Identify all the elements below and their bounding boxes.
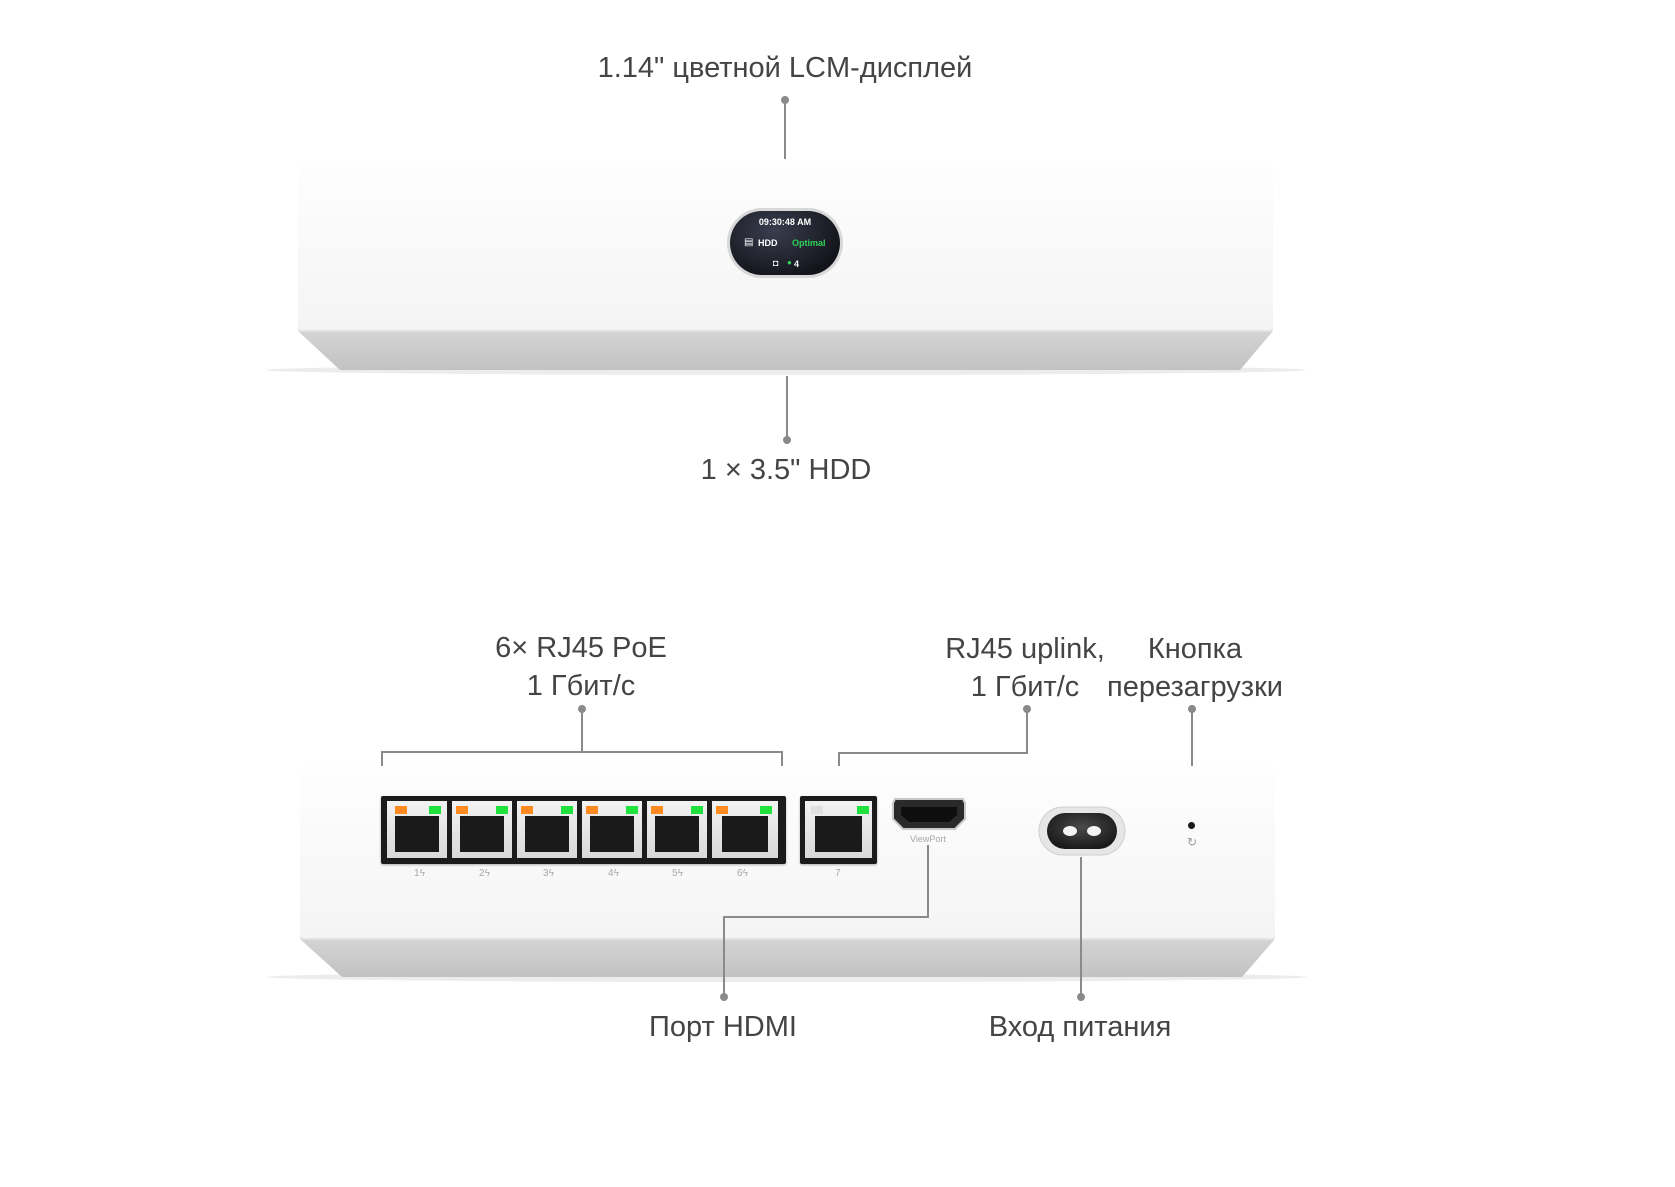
poe-port-2[interactable] xyxy=(452,801,512,858)
hdmi-port[interactable] xyxy=(891,797,967,831)
poe-bracket-top xyxy=(381,751,783,753)
poe-ports-label-line1: 6× RJ45 PoE xyxy=(495,632,667,664)
lcd-status: Optimal xyxy=(792,238,826,248)
poe-port-2-jack xyxy=(460,816,504,852)
uplink-port-jack xyxy=(815,816,862,852)
uplink-port-block xyxy=(800,796,877,864)
poe-port-4-led-activity xyxy=(586,806,598,814)
poe-port-6-jack xyxy=(722,816,768,852)
lcd-display: 09:30:48 AM ▤ HDD Optimal ◘ ● 4 xyxy=(730,211,840,275)
hdd-leader-dot xyxy=(783,436,791,444)
uplink-port-led-activity xyxy=(811,806,823,814)
poe-icon: ϟ xyxy=(548,868,554,879)
poe-port-5-led-link xyxy=(691,806,703,814)
camera-icon: ◘ xyxy=(773,258,779,268)
port-number-6: 6ϟ xyxy=(737,868,748,879)
hdd-leader-line xyxy=(786,376,788,438)
port-number-5: 5ϟ xyxy=(672,868,683,879)
poe-icon: ϟ xyxy=(742,868,748,879)
poe-icon: ϟ xyxy=(484,868,490,879)
uplink-leader-line xyxy=(1026,709,1028,754)
poe-icon: ϟ xyxy=(419,868,425,879)
poe-icon: ϟ xyxy=(613,868,619,879)
port-number-3: 3ϟ xyxy=(543,868,554,879)
poe-port-1[interactable] xyxy=(387,801,447,858)
poe-port-2-led-link xyxy=(496,806,508,814)
uplink-bracket-top xyxy=(838,752,1028,754)
poe-port-1-jack xyxy=(395,816,439,852)
power-label: Вход питания xyxy=(988,1011,1172,1043)
power-inlet[interactable] xyxy=(1037,805,1127,857)
hdmi-port-text: ViewPort xyxy=(910,834,946,844)
poe-port-6-led-link xyxy=(760,806,772,814)
uplink-port[interactable] xyxy=(805,801,872,858)
reset-button[interactable] xyxy=(1188,822,1195,829)
hdmi-leader-dot xyxy=(720,993,728,1001)
port-number-1: 1ϟ xyxy=(414,868,425,879)
poe-port-5[interactable] xyxy=(647,801,707,858)
reset-label-line2: перезагрузки xyxy=(1107,671,1283,703)
poe-port-6[interactable] xyxy=(712,801,778,858)
reset-icon: ↻ xyxy=(1187,835,1198,849)
poe-port-4[interactable] xyxy=(582,801,642,858)
poe-port-5-jack xyxy=(655,816,699,852)
port-number-4: 4ϟ xyxy=(608,868,619,879)
poe-port-3-jack xyxy=(525,816,569,852)
uplink-label-line1: RJ45 uplink, xyxy=(945,633,1105,665)
hdd-label: 1 × 3.5" HDD xyxy=(700,454,872,486)
poe-leader-line xyxy=(581,709,583,752)
poe-port-1-led-activity xyxy=(395,806,407,814)
rear-device-base xyxy=(267,939,1307,982)
hdmi-leader-line-down xyxy=(723,916,725,996)
poe-port-4-led-link xyxy=(626,806,638,814)
poe-port-6-led-activity xyxy=(716,806,728,814)
power-leader-line xyxy=(1080,857,1082,996)
poe-ports-label-line2: 1 Гбит/с xyxy=(526,670,636,702)
top-device-base xyxy=(266,331,1306,375)
hdmi-leader-line-horizontal xyxy=(723,916,929,918)
reset-label-line1: Кнопка xyxy=(1147,633,1243,665)
poe-port-block xyxy=(381,796,786,864)
poe-port-4-jack xyxy=(590,816,634,852)
display-leader-line xyxy=(784,100,786,210)
hdmi-label: Порт HDMI xyxy=(649,1011,797,1043)
lcd-camera-count: 4 xyxy=(794,259,800,269)
poe-port-3-led-link xyxy=(561,806,573,814)
hdd-icon: ▤ xyxy=(744,237,754,248)
uplink-label-line2: 1 Гбит/с xyxy=(970,671,1080,703)
poe-port-5-led-activity xyxy=(651,806,663,814)
power-leader-dot xyxy=(1077,993,1085,1001)
lcd-time: 09:30:48 AM xyxy=(758,217,812,227)
port-number-2: 2ϟ xyxy=(479,868,490,879)
status-dot-icon: ● xyxy=(787,258,792,267)
lcd-drive-label: HDD xyxy=(758,238,778,248)
uplink-port-led-link xyxy=(857,806,869,814)
reset-leader-line xyxy=(1191,709,1193,817)
poe-port-1-led-link xyxy=(429,806,441,814)
poe-port-2-led-activity xyxy=(456,806,468,814)
poe-port-3-led-activity xyxy=(521,806,533,814)
poe-port-3[interactable] xyxy=(517,801,577,858)
hdmi-leader-line-up xyxy=(927,845,929,918)
uplink-port-number: 7 xyxy=(835,868,841,879)
poe-icon: ϟ xyxy=(677,868,683,879)
display-label: 1.14" цветной LCM-дисплей xyxy=(597,52,973,84)
